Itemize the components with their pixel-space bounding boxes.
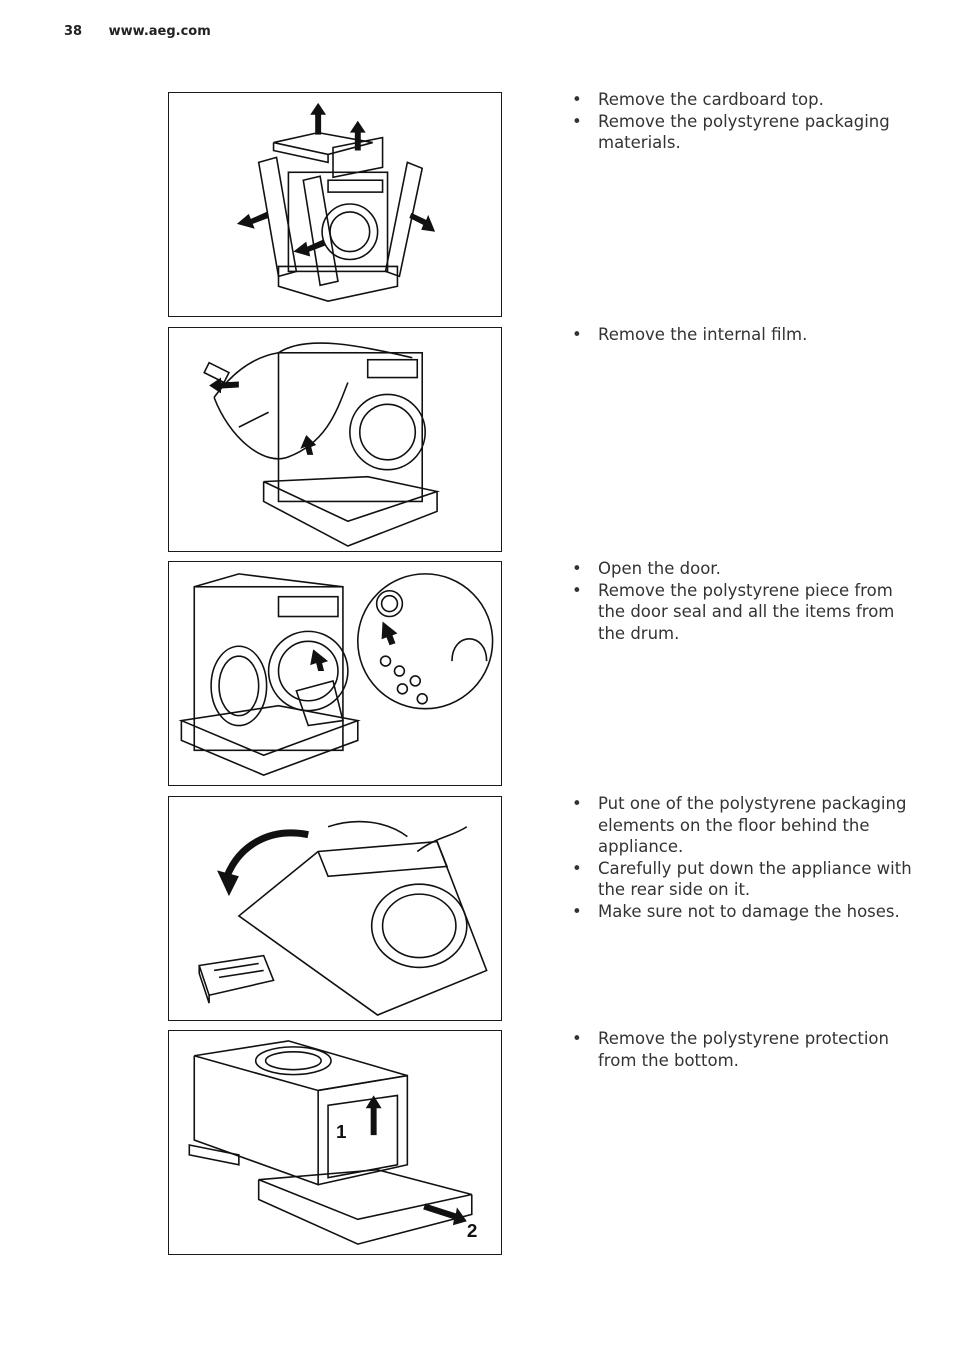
page-header: 38 www.aeg.com: [64, 24, 211, 39]
step-1-bullet-1: Remove the cardboard top.: [572, 89, 917, 111]
page-number: 38: [64, 24, 83, 39]
step-4-bullet-3: Make sure not to damage the hoses.: [572, 901, 917, 923]
figure-label-2: 2: [467, 1220, 477, 1241]
step-3-text: Open the door. Remove the polystyrene pi…: [572, 558, 917, 644]
step-1-bullet-2: Remove the polystyrene packaging materia…: [572, 111, 917, 154]
website-url: www.aeg.com: [108, 24, 211, 39]
step-2-text: Remove the internal film.: [572, 324, 917, 346]
step-3-bullet-2: Remove the polystyrene piece from the do…: [572, 580, 917, 645]
figure-tilt-appliance: [168, 796, 502, 1021]
step-1-text: Remove the cardboard top. Remove the pol…: [572, 89, 917, 154]
figure-label-1: 1: [336, 1121, 346, 1142]
figure-remove-film: [168, 327, 502, 552]
open-door-illustration: [178, 573, 494, 776]
step-2-bullet-1: Remove the internal film.: [572, 324, 917, 346]
tilt-appliance-illustration: [198, 820, 488, 1016]
figure-remove-packaging: [168, 92, 502, 317]
unpacking-illustration: [236, 102, 436, 302]
film-removal-illustration: [203, 342, 441, 547]
step-4-text: Put one of the polystyrene packaging ele…: [572, 793, 917, 922]
step-4-bullet-2: Carefully put down the appliance with th…: [572, 858, 917, 901]
figure-open-door: [168, 561, 502, 786]
step-5-text: Remove the polystyrene protection from t…: [572, 1028, 917, 1071]
figure-remove-bottom-protection: 1 2: [168, 1030, 502, 1255]
bottom-protection-illustration: 1 2: [188, 1040, 477, 1245]
step-3-bullet-1: Open the door.: [572, 558, 917, 580]
step-4-bullet-1: Put one of the polystyrene packaging ele…: [572, 793, 917, 858]
step-5-bullet-1: Remove the polystyrene protection from t…: [572, 1028, 917, 1071]
